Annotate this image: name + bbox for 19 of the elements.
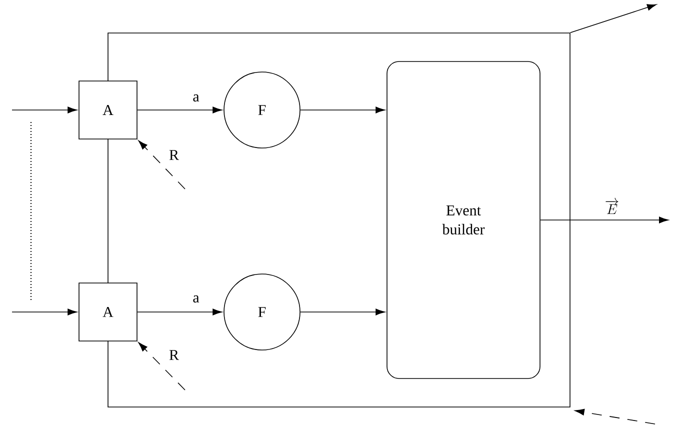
edge-label: $\overrightarrow{E}$	[606, 198, 618, 214]
arrow	[138, 140, 186, 190]
process-box: A	[78, 80, 138, 140]
arrow	[12, 106, 78, 114]
arrow	[137, 308, 222, 316]
arrow	[300, 106, 386, 114]
arrow	[570, 4, 657, 33]
edge-label: a	[193, 94, 200, 102]
edge-label: a	[193, 295, 200, 303]
arrow	[138, 342, 186, 390]
arrow	[540, 216, 668, 224]
edge-label: R	[169, 350, 179, 360]
arrow	[12, 308, 78, 316]
arrow	[300, 308, 386, 316]
edge-label: R	[169, 150, 179, 160]
arrow	[574, 408, 656, 424]
process-box: A	[78, 282, 138, 342]
builder-box: Event builder	[386, 61, 540, 379]
arrow	[137, 106, 222, 114]
